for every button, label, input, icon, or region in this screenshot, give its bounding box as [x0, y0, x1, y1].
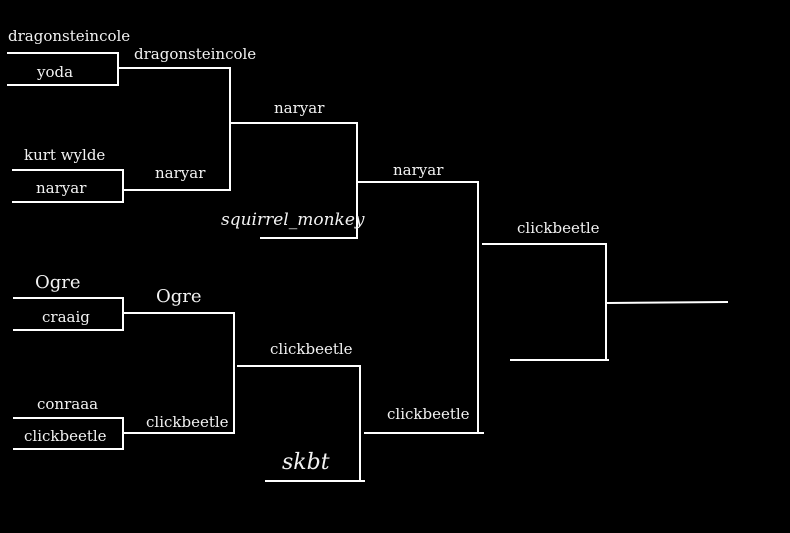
final-top-name: clickbeetle: [517, 219, 600, 237]
round2-upper: dragonsteincole naryar: [117, 45, 256, 191]
r1-m2-bottom-name: naryar: [36, 179, 87, 197]
r2-w1-name: dragonsteincole: [134, 45, 256, 63]
r3-a-top-name: naryar: [274, 99, 325, 117]
r2-w2-name: naryar: [155, 164, 206, 182]
r2-upper-connector: [117, 67, 231, 191]
final: clickbeetle: [482, 219, 609, 361]
champion-line: [606, 300, 729, 305]
r3-b-top-name: clickbeetle: [270, 340, 353, 358]
sf-top-name: naryar: [393, 161, 444, 179]
r3-b-bottom-name: skbt: [282, 450, 330, 475]
r1-m3-top-name: Ogre: [35, 272, 81, 293]
round2-lower: Ogre clickbeetle: [123, 286, 235, 434]
r1-m4-bottom-name: clickbeetle: [24, 427, 107, 445]
r1-m2-connector: [12, 169, 124, 203]
match-r1-m4: conraaa clickbeetle: [13, 395, 124, 450]
r1-m4-top-name: conraaa: [37, 395, 98, 413]
sf-bottom-name: clickbeetle: [387, 405, 470, 423]
r1-m1-top-name: dragonsteincole: [8, 27, 130, 45]
match-r1-m1: dragonsteincole yoda: [7, 27, 130, 86]
r2-w3-name: Ogre: [156, 286, 202, 307]
champion: [606, 300, 729, 305]
r1-m2-top-name: kurt wylde: [24, 146, 105, 164]
r2-lower-connector: [123, 312, 235, 434]
r3-a-bottom-name: squirrel_monkey: [221, 210, 365, 230]
r2-w4-name: clickbeetle: [146, 413, 229, 431]
r1-m3-bottom-name: craaig: [42, 308, 90, 326]
round3-upper: naryar squirrel_monkey: [221, 99, 365, 239]
r1-m1-bottom-name: yoda: [36, 63, 73, 81]
semifinal: naryar clickbeetle: [356, 161, 484, 434]
round3-lower: clickbeetle skbt: [237, 340, 365, 482]
match-r1-m2: kurt wylde naryar: [12, 146, 124, 203]
match-r1-m3: Ogre craaig: [13, 272, 124, 331]
